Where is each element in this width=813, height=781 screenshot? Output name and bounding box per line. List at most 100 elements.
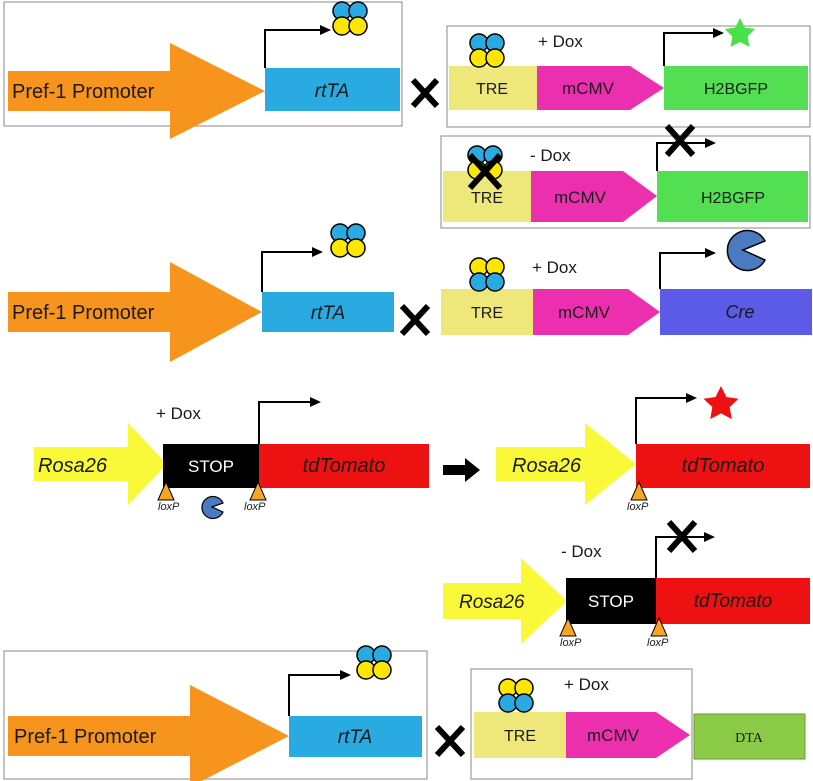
- loxp-label: loxP: [647, 637, 669, 649]
- tre-box: [474, 712, 566, 758]
- stop-label: STOP: [188, 457, 234, 476]
- dox-label: - Dox: [561, 542, 602, 561]
- tdtomato-box: [636, 444, 810, 488]
- tdtomato-result-label: tdTomato: [682, 455, 765, 477]
- promoter-arrow-icon: [656, 142, 707, 171]
- rosa26-arrow: [34, 423, 167, 505]
- cre-pacman-icon: [201, 495, 224, 520]
- loxp-label: loxP: [158, 501, 180, 513]
- promoter-arrow-icon: [288, 674, 342, 716]
- loxp-label: loxP: [560, 637, 582, 649]
- mcmv-arrow: [533, 289, 660, 335]
- h2bgfp-label: H2BGFP: [704, 81, 768, 98]
- pref1-promoter-arrow: [8, 43, 265, 139]
- rosa26-arrow: [496, 423, 636, 505]
- panel-1-gfp-plus-dox: Pref-1 Promoter rtTA TRE mCMV H2BGFP + D…: [3, 1, 811, 139]
- tre-label: TRE: [476, 81, 508, 98]
- tre-box: [443, 171, 531, 222]
- rtta-gene-box: [265, 68, 400, 111]
- cre-pacman-icon: [726, 229, 767, 272]
- rtta-label: rtTA: [311, 303, 345, 324]
- dox-label: + Dox: [156, 404, 201, 423]
- tre-box: [449, 66, 537, 110]
- promoter-arrow-icon: [663, 32, 715, 66]
- cross-icon: [410, 77, 440, 109]
- driver-construct-box: [3, 650, 428, 780]
- rtta-label: rtTA: [338, 727, 372, 748]
- cre-box: [660, 289, 812, 335]
- mcmv-label: mCMV: [587, 726, 640, 745]
- stop-label: STOP: [588, 592, 634, 611]
- rtta-tetramer-icon: [330, 223, 366, 258]
- right-arrow-icon: [443, 458, 480, 482]
- loxp-label: loxP: [627, 501, 649, 513]
- responder-construct-box: [470, 668, 693, 780]
- mcmv-label: mCMV: [554, 188, 607, 207]
- dox-label: + Dox: [538, 32, 583, 51]
- panel-2-cre: Pref-1 Promoter rtTA TRE mCMV Cre + Dox: [8, 223, 812, 362]
- dox-label: + Dox: [532, 258, 577, 277]
- rosa26-label: Rosa26: [38, 455, 108, 477]
- pref1-promoter-arrow: [8, 262, 262, 362]
- h2bgfp-box: [664, 66, 808, 110]
- promoter-label: Pref-1 Promoter: [12, 81, 155, 103]
- rtta-gene-box: [262, 292, 394, 332]
- panel-4-dta: Pref-1 Promoter rtTA TRE mCMV DTA + Dox: [3, 645, 806, 781]
- tdtomato-box: [656, 578, 810, 624]
- cross-icon: [467, 152, 503, 191]
- tdtomato-label: tdTomato: [303, 455, 386, 477]
- promoter-arrow-icon: [264, 29, 320, 68]
- panel-3-rosa26-minus-dox: - Dox Rosa26 STOP tdTomato loxP loxP: [443, 519, 810, 649]
- rosa26-result-label: Rosa26: [512, 455, 582, 477]
- tdtomato-label: tdTomato: [694, 591, 773, 612]
- stop-box: [163, 444, 259, 488]
- promoter-arrow-icon: [258, 401, 312, 444]
- tdtomato-box: [259, 444, 429, 488]
- promoter-arrow-icon: [635, 397, 688, 444]
- promoter-arrow-icon: [261, 251, 314, 292]
- pref1-promoter-arrow: [8, 685, 289, 781]
- tre-label: TRE: [504, 728, 536, 745]
- rtta-tetramer-icon: [498, 678, 534, 713]
- dta-label: DTA: [735, 731, 764, 746]
- rosa26-arrow: [443, 558, 567, 644]
- mcmv-arrow: [537, 66, 664, 110]
- loxp-label: loxP: [244, 501, 266, 513]
- rtta-tetramer-icon: [332, 1, 368, 36]
- responder-construct-box: [440, 135, 811, 229]
- panel-3-rosa26-plus-dox: Rosa26 STOP tdTomato + Dox loxP loxP Ros…: [34, 386, 810, 520]
- dox-label: + Dox: [564, 675, 609, 694]
- h2bgfp-box: [657, 171, 808, 222]
- stop-box: [566, 578, 656, 624]
- responder-construct-box: [446, 25, 811, 128]
- rtta-label: rtTA: [315, 81, 349, 102]
- cross-icon: [434, 724, 466, 758]
- cre-label: Cre: [725, 302, 754, 322]
- rosa26-label: Rosa26: [459, 592, 525, 613]
- star-icon: [703, 386, 739, 420]
- tre-label: TRE: [471, 305, 503, 322]
- h2bgfp-label: H2BGFP: [701, 190, 765, 207]
- mcmv-arrow: [531, 171, 657, 222]
- tre-box: [441, 289, 533, 335]
- driver-construct-box: [3, 1, 403, 127]
- cross-icon: [666, 519, 698, 554]
- mcmv-label: mCMV: [558, 303, 611, 322]
- promoter-arrow-icon: [659, 252, 707, 289]
- rtta-tetramer-icon: [469, 257, 505, 292]
- mcmv-label: mCMV: [562, 79, 615, 98]
- mcmv-arrow: [566, 712, 690, 758]
- panel-1-gfp-minus-dox: TRE mCMV H2BGFP - Dox: [440, 123, 811, 229]
- rtta-gene-box: [289, 716, 422, 757]
- promoter-label: Pref-1 Promoter: [12, 302, 155, 324]
- rtta-tetramer-icon: [356, 645, 392, 680]
- promoter-label: Pref-1 Promoter: [14, 726, 157, 748]
- cross-icon: [664, 123, 696, 158]
- star-icon: [724, 18, 756, 47]
- dta-box: [693, 713, 806, 760]
- promoter-arrow-icon: [655, 536, 706, 578]
- cross-icon: [399, 303, 431, 337]
- rtta-tetramer-icon: [469, 33, 505, 68]
- tre-label: TRE: [471, 190, 503, 207]
